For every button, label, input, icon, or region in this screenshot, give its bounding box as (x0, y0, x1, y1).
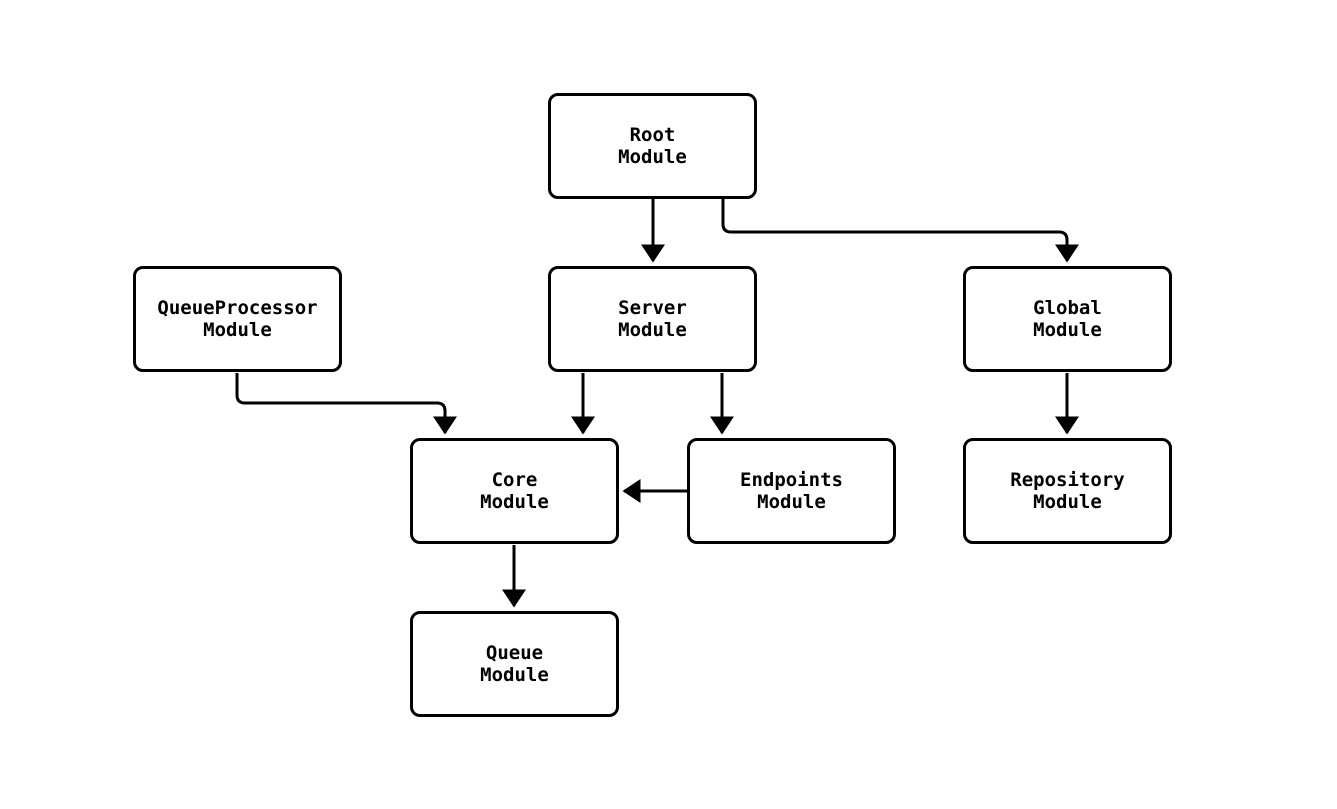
node-label-line1: Global (1033, 297, 1102, 319)
edge-queueprocessor-to-core (235, 373, 457, 435)
node-label-line1: QueueProcessor (157, 297, 318, 319)
edge-root-to-global (721, 198, 1079, 263)
node-label-line1: Endpoints (740, 469, 843, 491)
node-queueprocessor-module: QueueProcessor Module (133, 266, 342, 372)
node-label-line2: Module (1033, 319, 1102, 341)
node-label-line2: Module (618, 319, 687, 341)
node-label-line1: Queue (485, 642, 544, 664)
node-label-line2: Module (203, 319, 272, 341)
node-label-line2: Module (480, 491, 549, 513)
node-label-line2: Module (757, 491, 826, 513)
node-label-line1: Root (629, 124, 676, 146)
node-label-line1: Repository (1010, 469, 1125, 491)
node-label-line2: Module (1033, 491, 1102, 513)
node-endpoints-module: Endpoints Module (687, 438, 896, 544)
node-server-module: Server Module (548, 266, 757, 372)
node-queue-module: Queue Module (410, 611, 619, 717)
node-repository-module: Repository Module (963, 438, 1172, 544)
node-label-line1: Core (491, 469, 538, 491)
node-core-module: Core Module (410, 438, 619, 544)
node-root-module: Root Module (548, 93, 757, 199)
node-global-module: Global Module (963, 266, 1172, 372)
node-label-line1: Server (618, 297, 687, 319)
node-label-line2: Module (618, 146, 687, 168)
node-label-line2: Module (480, 664, 549, 686)
